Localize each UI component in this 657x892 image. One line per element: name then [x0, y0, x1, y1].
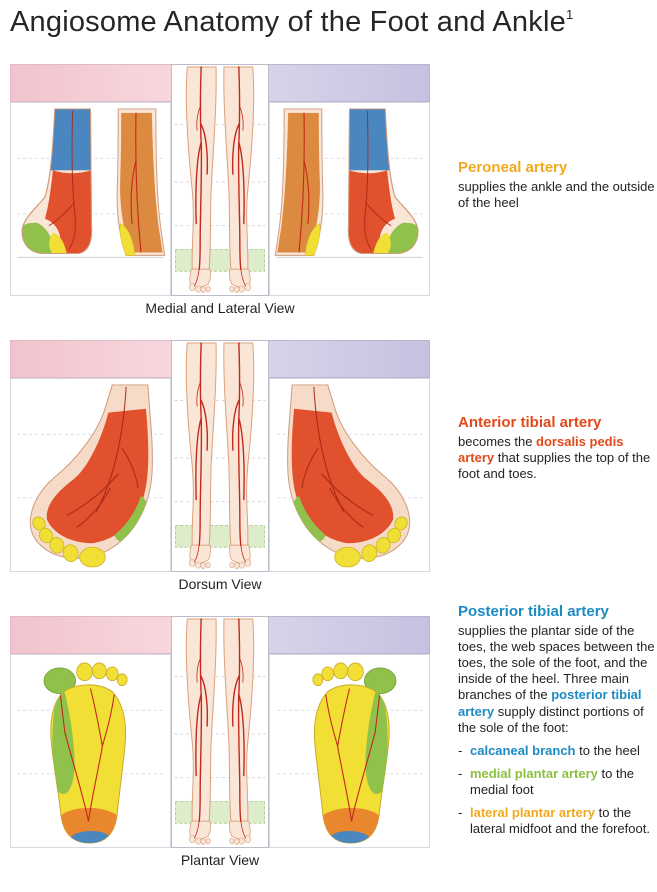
bullet-text: lateral plantar artery to the lateral mi… — [470, 805, 657, 837]
legs-box — [171, 340, 269, 572]
footnote-marker: 1 — [565, 7, 574, 22]
lateral-plantar-term: lateral plantar artery — [470, 805, 596, 821]
left-foot-box — [10, 654, 171, 848]
panel-plantar: Plantar View — [10, 616, 430, 872]
page: Angiosome Anatomy of the Foot and Ankle1 — [0, 6, 657, 884]
body-pre: supplies the plantar side of the toes, t… — [458, 623, 655, 703]
dorsum-foot-right-illustration — [270, 379, 429, 571]
body-pre: becomes the — [458, 434, 537, 449]
bullet-rest: to the lateral midfoot and the forefoot. — [470, 805, 650, 837]
bullet-rest: to the medial foot — [470, 765, 635, 797]
medial-plantar-term: medial plantar artery — [470, 765, 598, 781]
legs-arteries-illustration — [172, 341, 268, 571]
posterior-tibial-artery-description: supplies the plantar side of the toes, t… — [458, 623, 657, 736]
right-foot-box — [269, 102, 430, 296]
panel-caption: Medial and Lateral View — [145, 300, 295, 316]
panel-caption: Dorsum View — [178, 576, 262, 592]
right-foot-box — [269, 654, 430, 848]
dorsum-foot-left-illustration — [11, 379, 170, 571]
bullet-marker: - — [458, 765, 463, 781]
left-foot-box — [10, 378, 171, 572]
dorsalis-pedis-term: dorsalis pedis artery — [458, 434, 624, 466]
peroneal-artery-block: Peroneal artery supplies the ankle and t… — [458, 159, 657, 211]
posterior-tibial-artery-heading: Posterior tibial artery — [458, 603, 609, 620]
calcaneal-branch-term: calcaneal branch — [470, 742, 576, 758]
panel-caption: Plantar View — [180, 852, 260, 868]
plantar-foot-left-illustration — [11, 655, 170, 847]
panel-medial-lateral: Medial and Lateral View — [10, 64, 430, 320]
anterior-tibial-artery-heading: Anterior tibial artery — [458, 414, 602, 431]
anterior-tibial-artery-block: Anterior tibial artery becomes the dorsa… — [458, 414, 657, 482]
lateral-foot-right-illustration — [270, 103, 429, 295]
lateral-plantar-item: - lateral plantar artery to the lateral … — [458, 805, 657, 837]
posterior-tibial-term: posterior tibial artery — [458, 687, 642, 719]
bullet-rest: to the heel — [575, 742, 640, 758]
legs-box — [171, 64, 269, 296]
legs-box — [171, 616, 269, 848]
plantar-foot-right-illustration — [270, 655, 429, 847]
bullet-marker: - — [458, 742, 463, 758]
legs-arteries-illustration — [172, 617, 268, 847]
bullet-text: medial plantar artery to the medial foot — [470, 766, 657, 798]
title-text: Angiosome Anatomy of the Foot and Ankle — [10, 6, 566, 38]
panel-dorsum: Dorsum View — [10, 340, 430, 596]
peroneal-artery-description: supplies the ankle and the outside of th… — [458, 179, 655, 211]
calcaneal-branch-item: - calcaneal branch to the heel — [458, 743, 657, 759]
posterior-tibial-artery-block: Posterior tibial artery supplies the pla… — [458, 603, 657, 844]
peroneal-artery-heading: Peroneal artery — [458, 159, 568, 176]
bullet-marker: - — [458, 805, 463, 821]
bullet-text: calcaneal branch to the heel — [470, 743, 657, 759]
medial-lateral-illustration — [10, 64, 430, 296]
right-foot-box — [269, 378, 430, 572]
plantar-illustration — [10, 616, 430, 848]
branch-list: - calcaneal branch to the heel - medial … — [458, 743, 657, 838]
dorsum-illustration — [10, 340, 430, 572]
content: Medial and Lateral View Dorsum V — [10, 64, 657, 884]
medial-plantar-item: - medial plantar artery to the medial fo… — [458, 766, 657, 798]
panels-column: Medial and Lateral View Dorsum V — [10, 64, 430, 892]
lateral-foot-left-illustration — [11, 103, 170, 295]
legs-arteries-illustration — [172, 65, 268, 295]
anterior-tibial-artery-description: becomes the dorsalis pedis artery that s… — [458, 434, 657, 482]
page-title: Angiosome Anatomy of the Foot and Ankle1 — [10, 6, 657, 39]
body-post: that supplies the top of the foot and to… — [458, 450, 651, 482]
left-foot-box — [10, 102, 171, 296]
body-post: supply distinct portions of the sole of … — [458, 703, 644, 735]
